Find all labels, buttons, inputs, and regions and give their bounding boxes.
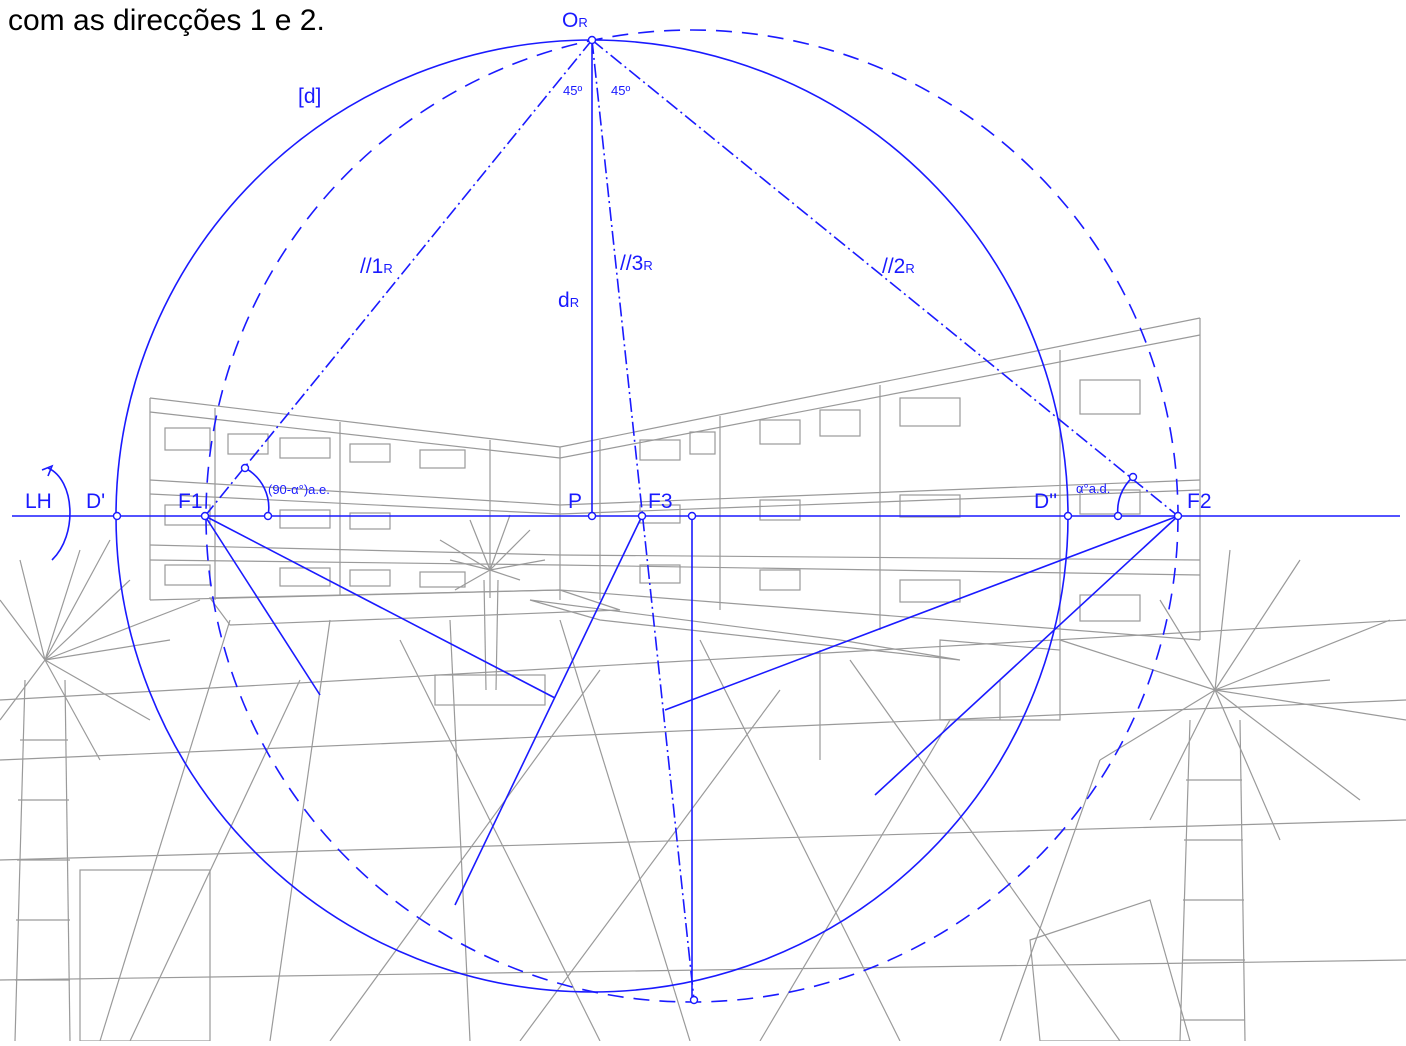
label-f1: F1 xyxy=(178,490,203,513)
point-ad-arc xyxy=(1128,472,1138,482)
point-d-double-prime xyxy=(1063,511,1073,521)
center-palm-tree xyxy=(434,514,546,706)
point-bottom xyxy=(689,995,699,1005)
angle-arc-ae xyxy=(244,467,270,517)
point-ad xyxy=(1113,511,1123,521)
ground-grid xyxy=(0,619,1406,1042)
label-line2r-sub: R xyxy=(905,261,914,276)
label-line1r-main: //1 xyxy=(360,255,383,278)
f2-line-a xyxy=(664,515,1179,711)
point-f3 xyxy=(637,511,647,521)
point-d-prime xyxy=(112,511,122,521)
label-angle-ad: α°a.d. xyxy=(1076,481,1110,496)
label-d-circle: [d] xyxy=(298,85,321,108)
point-f2 xyxy=(1173,511,1183,521)
label-dr-main: d xyxy=(558,289,570,312)
label-f3: F3 xyxy=(648,490,673,513)
label-line3r: //3R xyxy=(620,252,653,275)
line-parallel-2r xyxy=(591,39,1179,517)
label-or: OR xyxy=(562,9,588,32)
label-angle-ae: (90-α°)a.e. xyxy=(268,482,330,497)
lh-rotation-arrowhead xyxy=(41,464,54,477)
label-angle-left: 45º xyxy=(563,83,582,98)
label-dr: dR xyxy=(558,289,579,312)
label-line1r: //1R xyxy=(360,255,393,278)
label-line3r-sub: R xyxy=(643,258,652,273)
label-dr-sub: R xyxy=(570,295,579,310)
f2-line-b xyxy=(874,515,1179,796)
label-line2r-main: //2 xyxy=(882,255,905,278)
label-line1r-sub: R xyxy=(383,261,392,276)
label-d-prime: D' xyxy=(86,490,105,513)
canopies xyxy=(208,589,1061,760)
f1-line-b xyxy=(204,515,556,699)
label-line2r: //2R xyxy=(882,255,915,278)
label-line3r-main: //3 xyxy=(620,252,643,275)
label-or-main: O xyxy=(562,9,578,32)
label-f2: F2 xyxy=(1187,490,1212,513)
f1-line-a xyxy=(204,515,321,696)
label-angle-right: 45º xyxy=(611,83,630,98)
point-ae-arc xyxy=(240,463,250,473)
point-f3-vertical xyxy=(687,511,697,521)
construction-lines xyxy=(12,29,1400,1003)
background-building-sketch xyxy=(0,317,1406,1042)
lh-rotation-arc xyxy=(47,467,71,561)
diagram-labels: OR [d] 45º 45º //1R //3R //2R dR LH D' F… xyxy=(25,9,1212,513)
point-ae xyxy=(263,511,273,521)
construction-points xyxy=(112,35,1183,1005)
label-d-double-prime: D'' xyxy=(1034,490,1057,513)
f3-line xyxy=(454,515,643,906)
label-p: P xyxy=(568,490,582,513)
line-parallel-1r xyxy=(204,39,593,517)
label-or-sub: R xyxy=(578,15,587,30)
left-wing-building xyxy=(149,397,561,601)
point-or xyxy=(587,35,597,45)
point-f1 xyxy=(200,511,210,521)
label-lh: LH xyxy=(25,490,52,513)
left-palm-tree xyxy=(0,539,211,1042)
point-p xyxy=(587,511,597,521)
caption-text: com as direcções 1 e 2. xyxy=(8,4,325,37)
